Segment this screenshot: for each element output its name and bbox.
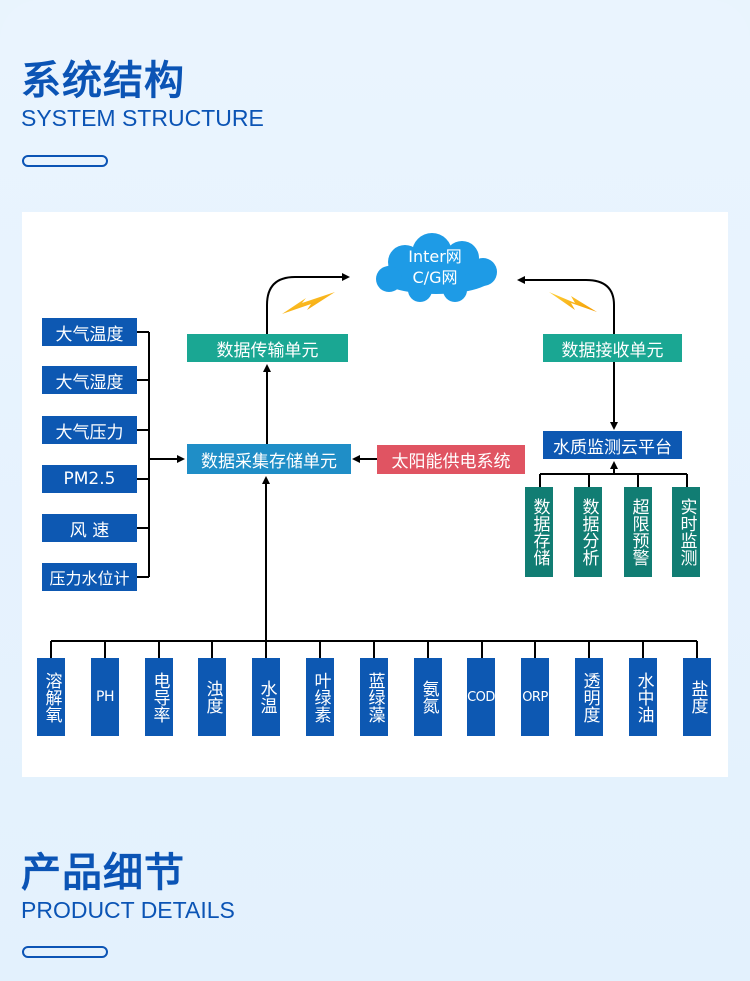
water-sensor-box: 浊度 [198,658,226,736]
section-divider-pill [22,155,108,167]
cloud-label-line1: Inter网 [408,247,462,266]
solar-power-box: 太阳能供电系统 [377,445,525,474]
sensor-box-water-level: 压力水位计 [42,563,137,591]
water-sensor-box: 蓝绿藻 [360,658,388,736]
water-sensor-box: 溶解氧 [37,658,65,736]
sensor-box-pm25: PM2.5 [42,465,137,493]
sensor-box-air-humidity: 大气湿度 [42,366,137,394]
water-sensor-box: COD [467,658,495,736]
sensor-box-air-pressure: 大气压力 [42,416,137,444]
water-bracket [50,640,698,658]
receive-unit-box: 数据接收单元 [543,334,682,362]
function-box-data-storage: 数据存储 [525,487,553,577]
section-title-system-structure: 系统结构 [21,58,185,104]
section-subtitle-system-structure: SYSTEM STRUCTURE [21,105,264,131]
function-box-data-analysis: 数据分析 [574,487,602,577]
section-title-product-details: 产品细节 [21,850,185,896]
function-box-limit-alarm: 超限预警 [624,487,652,577]
arrow-cloud-to-receive [517,276,615,334]
water-sensor-box: 氨氮 [414,658,442,736]
water-sensor-box: 水中油 [629,658,657,736]
water-sensor-box: 叶绿素 [306,658,334,736]
water-sensor-box: 透明度 [575,658,603,736]
cloud-icon [376,233,497,302]
lightning-icon-right [549,292,597,312]
water-sensor-box: 电导率 [145,658,173,736]
section-divider-pill [22,946,108,958]
cloud-platform-box: 水质监测云平台 [543,431,682,459]
atmos-bracket [137,331,150,578]
sensor-box-wind-speed: 风 速 [42,514,137,542]
water-sensor-box: PH [91,658,119,736]
functions-bracket [539,473,688,487]
function-box-realtime-monitoring: 实时监测 [672,487,700,577]
sensor-box-air-temperature: 大气温度 [42,318,137,346]
water-sensor-box: 水温 [252,658,280,736]
collect-storage-unit-box: 数据采集存储单元 [187,444,351,474]
lightning-icon-left [282,292,335,314]
section-subtitle-product-details: PRODUCT DETAILS [21,897,235,923]
transmit-unit-box: 数据传输单元 [187,334,348,362]
arrow-transmit-to-cloud [266,273,350,334]
cloud-label-line2: C/G网 [412,268,458,287]
water-sensor-box: 盐度 [683,658,711,736]
cloud-label: Inter网 C/G网 [372,246,498,288]
water-sensor-box: ORP [521,658,549,736]
